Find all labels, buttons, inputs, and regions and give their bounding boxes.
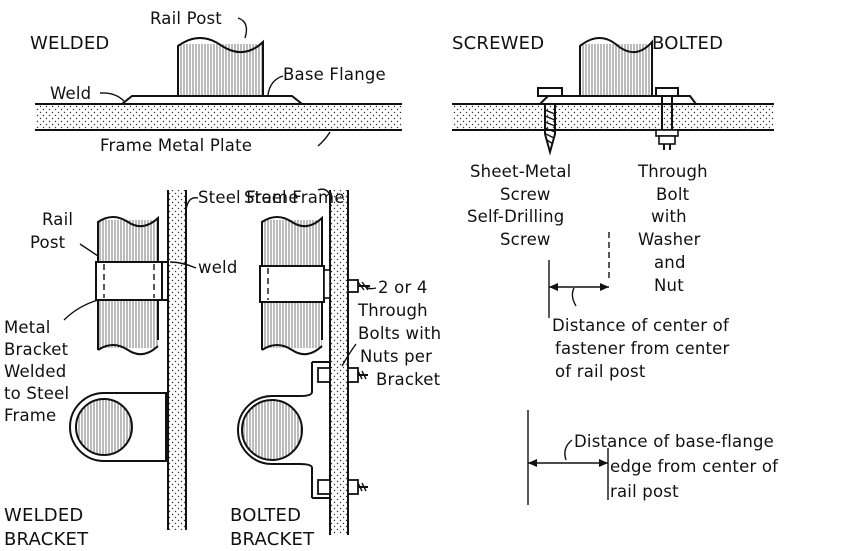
self-drilling-label: Self-Drilling xyxy=(467,207,564,226)
bolted-bracket-title-2: BRACKET xyxy=(230,529,315,550)
weld-side-leader xyxy=(169,261,197,269)
welded-bracket-strap xyxy=(95,261,168,301)
welded-bracket-title-2: BRACKET xyxy=(4,529,89,550)
bolt-icon xyxy=(655,87,679,150)
post-label: Post xyxy=(30,233,66,252)
rail-post-label: Rail Post xyxy=(150,9,222,28)
base-flange-leader xyxy=(267,75,284,96)
weld-leader xyxy=(99,92,125,102)
steel-frame-right xyxy=(329,190,349,535)
washer-label: Washer xyxy=(638,230,701,249)
through-label-2: Through xyxy=(357,301,428,320)
metal-label: Metal xyxy=(4,318,51,337)
distance-fastener-label-2: fastener from center xyxy=(555,339,730,358)
frame-label: Frame xyxy=(4,406,56,425)
distance-fastener-label-3: of rail post xyxy=(555,362,646,381)
rail-post-screwed-bolted xyxy=(579,37,653,96)
bolt-nut-icon-1 xyxy=(347,279,370,293)
distance-flange-label-2: edge from center of xyxy=(610,457,779,476)
screwed-bolted-section: SCREWED BOLTED S xyxy=(452,33,779,505)
welded-bracket-title-1: WELDED xyxy=(4,505,84,526)
flange-distance-dimension xyxy=(527,410,609,505)
bolt-nut-icon-2 xyxy=(317,367,368,383)
welded-title: WELDED xyxy=(30,33,110,54)
screw-icon xyxy=(537,87,563,156)
bolted-bracket-section: Steel Frame 2 or 4 Through Bolts with Nu… xyxy=(230,188,441,550)
frame-metal-plate xyxy=(35,103,402,131)
bolts-with-label: Bolts with xyxy=(358,324,441,343)
bolts-leader xyxy=(365,285,377,290)
nuts-leader xyxy=(341,343,357,367)
metal-bracket-leader xyxy=(63,299,99,321)
bolt-nut-icon-3 xyxy=(317,479,368,495)
screw-label-2: Screw xyxy=(500,230,551,249)
screw-label: Screw xyxy=(500,185,551,204)
frame-metal-plate-label: Frame Metal Plate xyxy=(100,136,252,155)
distance-fastener-label-1: Distance of center of xyxy=(552,316,730,335)
welded-bracket-top-view xyxy=(69,392,167,462)
base-flange-label: Base Flange xyxy=(283,65,386,84)
bolted-bracket-title-1: BOLTED xyxy=(230,505,301,526)
welded-label: Welded xyxy=(4,362,66,381)
steel-frame-leader-2 xyxy=(317,188,333,201)
bolt-label: Bolt xyxy=(656,185,690,204)
base-flange xyxy=(119,95,305,105)
fastener-distance-dimension xyxy=(548,232,610,318)
weld-label: Weld xyxy=(50,84,91,103)
rail-label: Rail xyxy=(42,210,73,229)
rail-post-welded xyxy=(177,37,264,96)
with-label: with xyxy=(651,207,687,226)
bracket-label: Bracket xyxy=(4,340,69,359)
and-label: and xyxy=(654,253,686,272)
steel-frame-leader-1 xyxy=(185,197,199,211)
weld-side-label: weld xyxy=(198,258,238,277)
to-steel-label: to Steel xyxy=(4,384,69,403)
plate-right xyxy=(452,103,774,131)
steel-frame-label-1: Steel Frame xyxy=(198,188,299,207)
post-leader xyxy=(79,243,99,257)
bolted-bracket-strap xyxy=(259,265,331,303)
screwed-title: SCREWED xyxy=(452,33,544,54)
frame-plate-leader xyxy=(317,131,331,147)
rail-post-leader xyxy=(237,17,248,39)
nuts-per-label: Nuts per xyxy=(360,347,432,366)
distance-flange-label-3: rail post xyxy=(610,482,679,501)
nut-label: Nut xyxy=(654,276,684,295)
through-label: Through xyxy=(637,162,708,181)
bracket-label-2: Bracket xyxy=(376,370,441,389)
bolted-bracket-top-view xyxy=(237,361,330,499)
sheet-metal-label: Sheet-Metal xyxy=(470,162,571,181)
steel-frame-label-2: Steel Frame xyxy=(244,188,345,207)
bolted-title: BOLTED xyxy=(652,33,723,54)
two-or-four-label: 2 or 4 xyxy=(378,278,428,297)
steel-frame-left xyxy=(167,190,187,530)
distance-flange-label-1: Distance of base-flange xyxy=(574,432,774,451)
welded-bracket-section: Steel Frame Rail Post weld Metal Bracket… xyxy=(4,188,299,550)
welded-section: WELDED Rail Post Base Flange Weld Frame … xyxy=(30,9,402,155)
